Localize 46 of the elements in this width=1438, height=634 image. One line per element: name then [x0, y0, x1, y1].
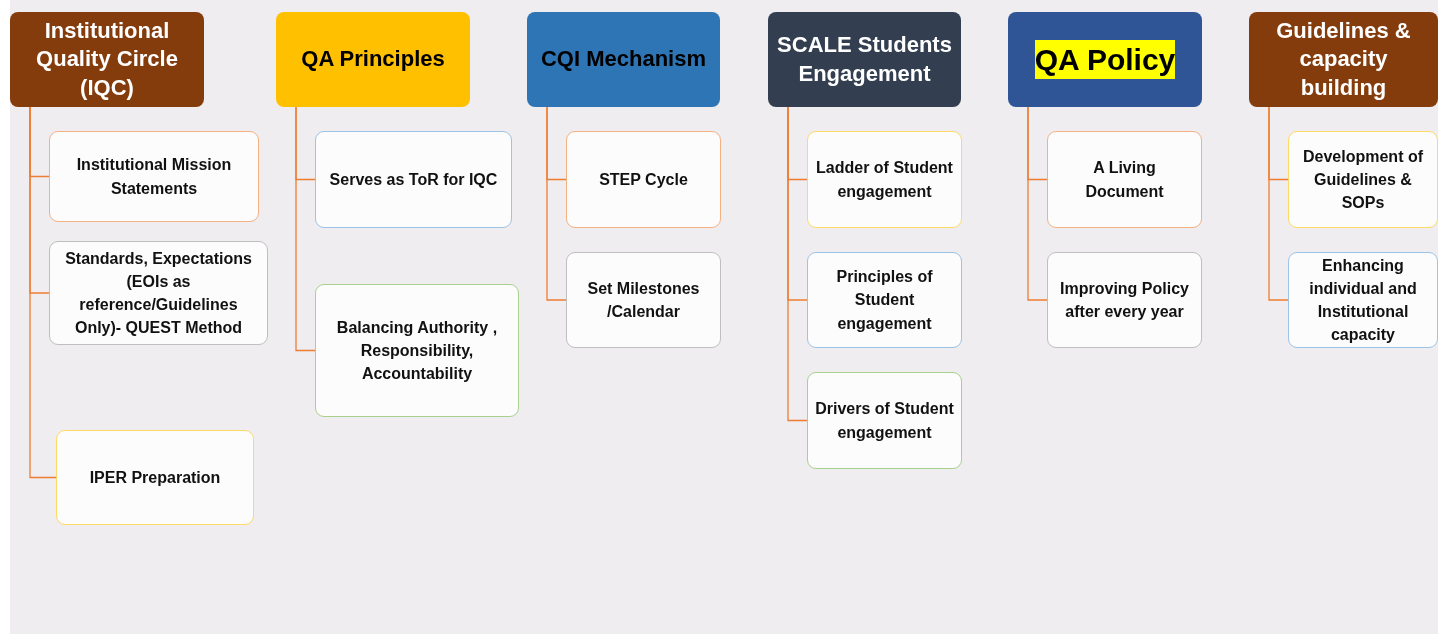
item-box — [315, 284, 519, 417]
header-title: Guidelines & capacity building — [1275, 16, 1412, 102]
connector-line — [295, 106, 316, 352]
item-text: STEP Cycle — [599, 169, 688, 190]
item-text: Balancing Authority , Responsibility, Accountability — [335, 317, 499, 385]
item-box — [807, 252, 962, 348]
item-box — [315, 131, 512, 228]
item-text: Enhancing individual and Institutional capacity — [1308, 255, 1418, 346]
category-header — [1008, 12, 1202, 107]
item-text: Development of Guidelines & SOPs — [1302, 146, 1424, 214]
item-box — [807, 131, 962, 228]
connector-line — [1268, 106, 1289, 301]
item-box — [56, 430, 254, 525]
item-box — [566, 131, 721, 228]
item-box — [566, 252, 721, 348]
connector-line — [546, 106, 567, 301]
item-text: A Living Document — [1084, 158, 1165, 202]
header-title: SCALE Students Engagement — [776, 30, 953, 88]
category-header — [768, 12, 961, 107]
category-header — [276, 12, 470, 107]
item-text: Drivers of Student engagement — [814, 399, 955, 443]
header-title: QA Principles — [301, 45, 445, 74]
connector-line — [787, 106, 808, 422]
item-text: IPER Preparation — [89, 467, 221, 488]
item-text: Ladder of Student engagement — [815, 158, 954, 202]
item-text: Serves as ToR for IQC — [329, 169, 498, 190]
header-title: CQI Mechanism — [540, 45, 706, 74]
item-box — [49, 241, 268, 345]
item-text: Institutional Mission Statements — [75, 155, 233, 199]
item-text: Improving Policy after every year — [1059, 278, 1190, 322]
header-title: QA Policy — [1034, 40, 1176, 79]
item-box — [1288, 252, 1438, 348]
category-header — [10, 12, 204, 107]
header-title: Institutional Quality Circle (IQC) — [35, 16, 179, 102]
item-text: Set Milestones /Calendar — [586, 278, 701, 322]
item-box — [1047, 252, 1202, 348]
category-header — [1249, 12, 1438, 107]
item-box — [807, 372, 962, 469]
category-header — [527, 12, 720, 107]
connector-line — [1027, 106, 1048, 301]
item-text: Standards, Expectations (EOIs as reference/Guidelines Only)- QUEST Method — [64, 248, 253, 339]
connector-line — [29, 106, 57, 479]
item-box — [1047, 131, 1202, 228]
item-text: Principles of Student engagement — [835, 267, 934, 334]
item-box — [49, 131, 259, 222]
item-box — [1288, 131, 1438, 228]
